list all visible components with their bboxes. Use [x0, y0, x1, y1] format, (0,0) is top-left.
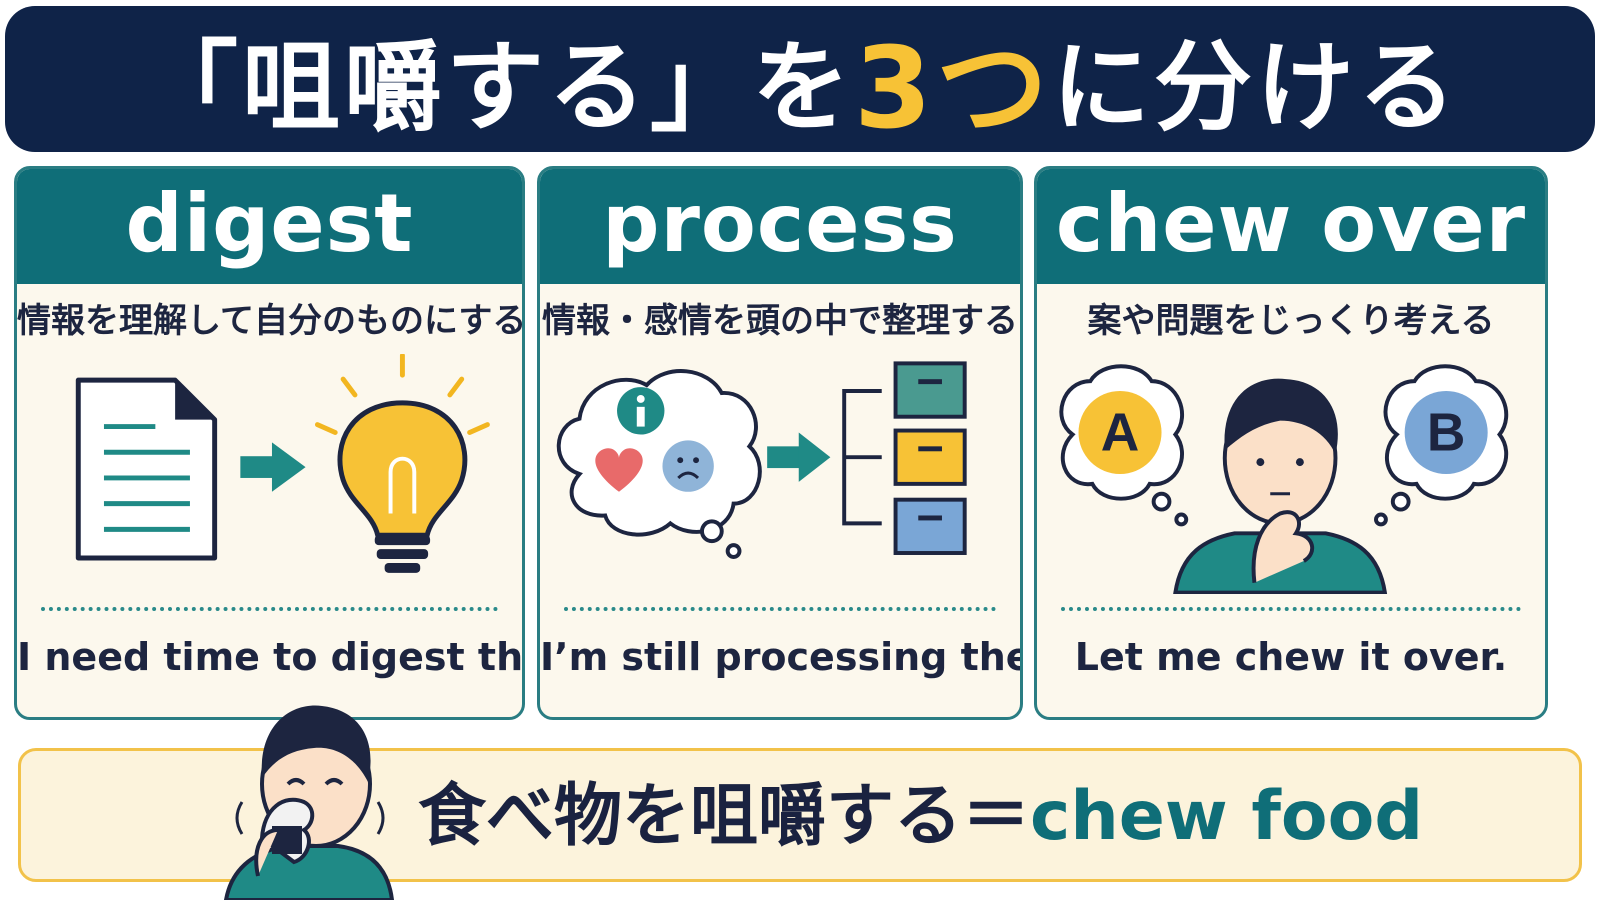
thought-bubble-b-icon: B — [1374, 364, 1509, 527]
card-example: Let me chew it over. — [1074, 635, 1508, 679]
bottom-text-jp: 食べ物を咀嚼する＝ — [418, 777, 1031, 856]
title-text-before: 「咀嚼する」を — [140, 31, 855, 145]
card-heading: process — [540, 169, 1020, 284]
card-divider — [41, 607, 498, 611]
card-example: I’m still processing the news. — [540, 635, 1020, 679]
card-divider — [1061, 607, 1521, 611]
option-a-label: A — [1101, 403, 1140, 462]
card-subtitle: 情報・感情を頭の中で整理する — [542, 301, 1018, 341]
person-eating-rice-ball-icon — [223, 705, 395, 900]
card-illustration — [556, 361, 967, 559]
thinking-person-icon — [1173, 378, 1388, 594]
filing-cabinet-icon — [842, 361, 967, 555]
card-subtitle: 案や問題をじっくり考える — [1087, 301, 1495, 341]
card-example: I need time to digest this. — [17, 635, 525, 679]
title-text-accent: 3つ — [854, 24, 1052, 154]
thought-bubble-icon — [556, 369, 762, 559]
thought-bubble-a-icon: A — [1059, 364, 1189, 527]
card-heading: chew over — [1037, 169, 1545, 284]
card-divider — [564, 607, 996, 611]
card-subtitle: 情報を理解して自分のものにする — [17, 301, 525, 341]
lightbulb-icon — [314, 354, 490, 573]
bottom-text: 食べ物を咀嚼する＝chew food — [418, 772, 1423, 862]
title-text-after: に分ける — [1051, 31, 1460, 145]
card-illustration — [75, 354, 490, 573]
bottom-text-en: chew food — [1030, 777, 1424, 856]
document-icon — [75, 377, 218, 561]
option-b-label: B — [1427, 403, 1466, 462]
card-illustration: A B — [1059, 364, 1509, 594]
info-icon — [617, 387, 665, 435]
card-digest: digest 情報を理解して自分のものにする I — [14, 166, 525, 720]
heart-icon — [595, 448, 643, 492]
arrow-right-icon — [767, 432, 831, 482]
card-heading: digest — [17, 169, 522, 284]
card-process: process 情報・感情を頭の中で整理する — [537, 166, 1023, 720]
card-chew-over: chew over 案や問題をじっくり考える A B Let me chew i — [1034, 166, 1548, 720]
sad-face-icon — [662, 440, 714, 492]
arrow-right-icon — [240, 442, 306, 492]
